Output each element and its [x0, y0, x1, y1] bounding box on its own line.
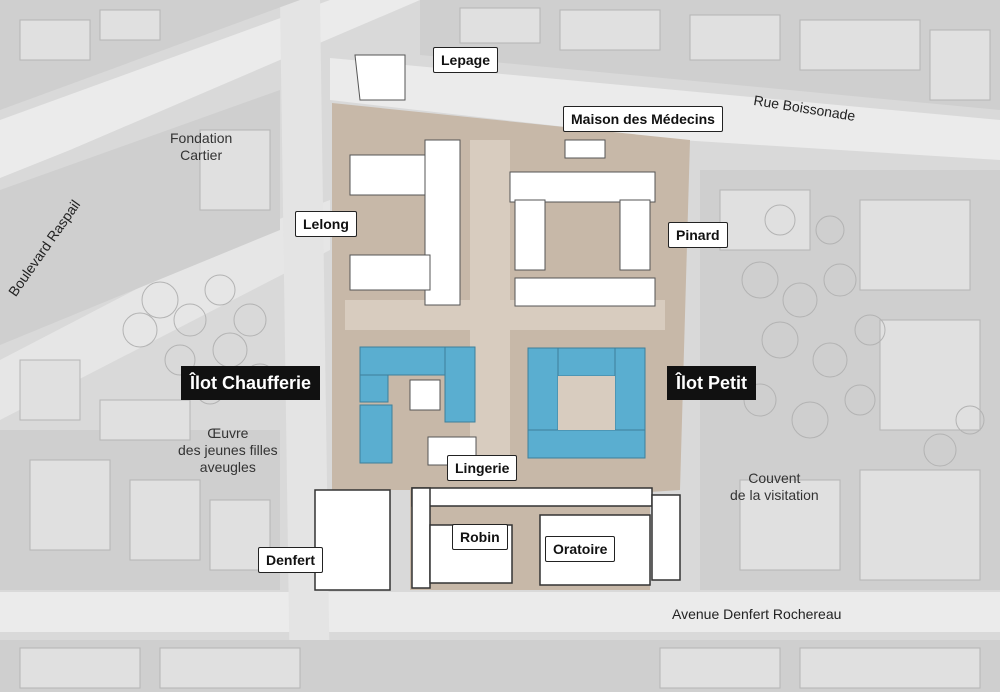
building-maison-medecins: [564, 139, 606, 159]
place-fondation-line2: Cartier: [180, 147, 223, 163]
street-avenue-denfert: [0, 592, 1000, 632]
place-couvent-visitation: Couvent de la visitation: [730, 470, 819, 504]
place-oeuvre-line3: aveugles: [199, 459, 256, 475]
hospital-site-ground: [332, 103, 690, 590]
building-denfert: [314, 489, 391, 591]
place-oeuvre-line2: des jeunes filles: [178, 442, 278, 458]
place-couvent-line1: Couvent: [748, 470, 801, 486]
place-oeuvre-jeunes-filles: Œuvre des jeunes filles aveugles: [178, 425, 278, 476]
place-couvent-line2: de la visitation: [730, 487, 819, 503]
zone-label-ilot-petit: Îlot Petit: [667, 366, 756, 400]
neighborhood-buildings: [19, 7, 991, 689]
building-pinard: [509, 171, 656, 307]
site-alley-north-south: [470, 140, 510, 480]
label-maison-medecins: Maison des Médecins: [563, 106, 723, 132]
street-diagonal-west: [0, 200, 330, 420]
building-lelong: [349, 139, 461, 306]
building-lepage: [354, 54, 406, 101]
tree-canopies: [122, 204, 985, 467]
label-lepage: Lepage: [433, 47, 499, 73]
label-lingerie: Lingerie: [447, 455, 518, 481]
building-chaufferie-annex: [409, 379, 441, 411]
place-fondation-line1: Fondation: [170, 130, 233, 146]
label-denfert: Denfert: [258, 547, 324, 573]
label-robin: Robin: [452, 524, 508, 550]
label-lelong: Lelong: [295, 211, 357, 237]
street-label-avenue-denfert: Avenue Denfert Rochereau: [672, 606, 842, 622]
place-fondation-cartier: Fondation Cartier: [170, 130, 232, 164]
label-oratoire: Oratoire: [545, 536, 616, 562]
zone-label-ilot-chaufferie: Îlot Chaufferie: [181, 366, 321, 400]
label-pinard: Pinard: [668, 222, 728, 248]
place-oeuvre-line1: Œuvre: [207, 425, 249, 441]
zone-ilot-chaufferie-buildings: [359, 346, 476, 464]
ilot-petit-courtyard: [558, 376, 615, 430]
